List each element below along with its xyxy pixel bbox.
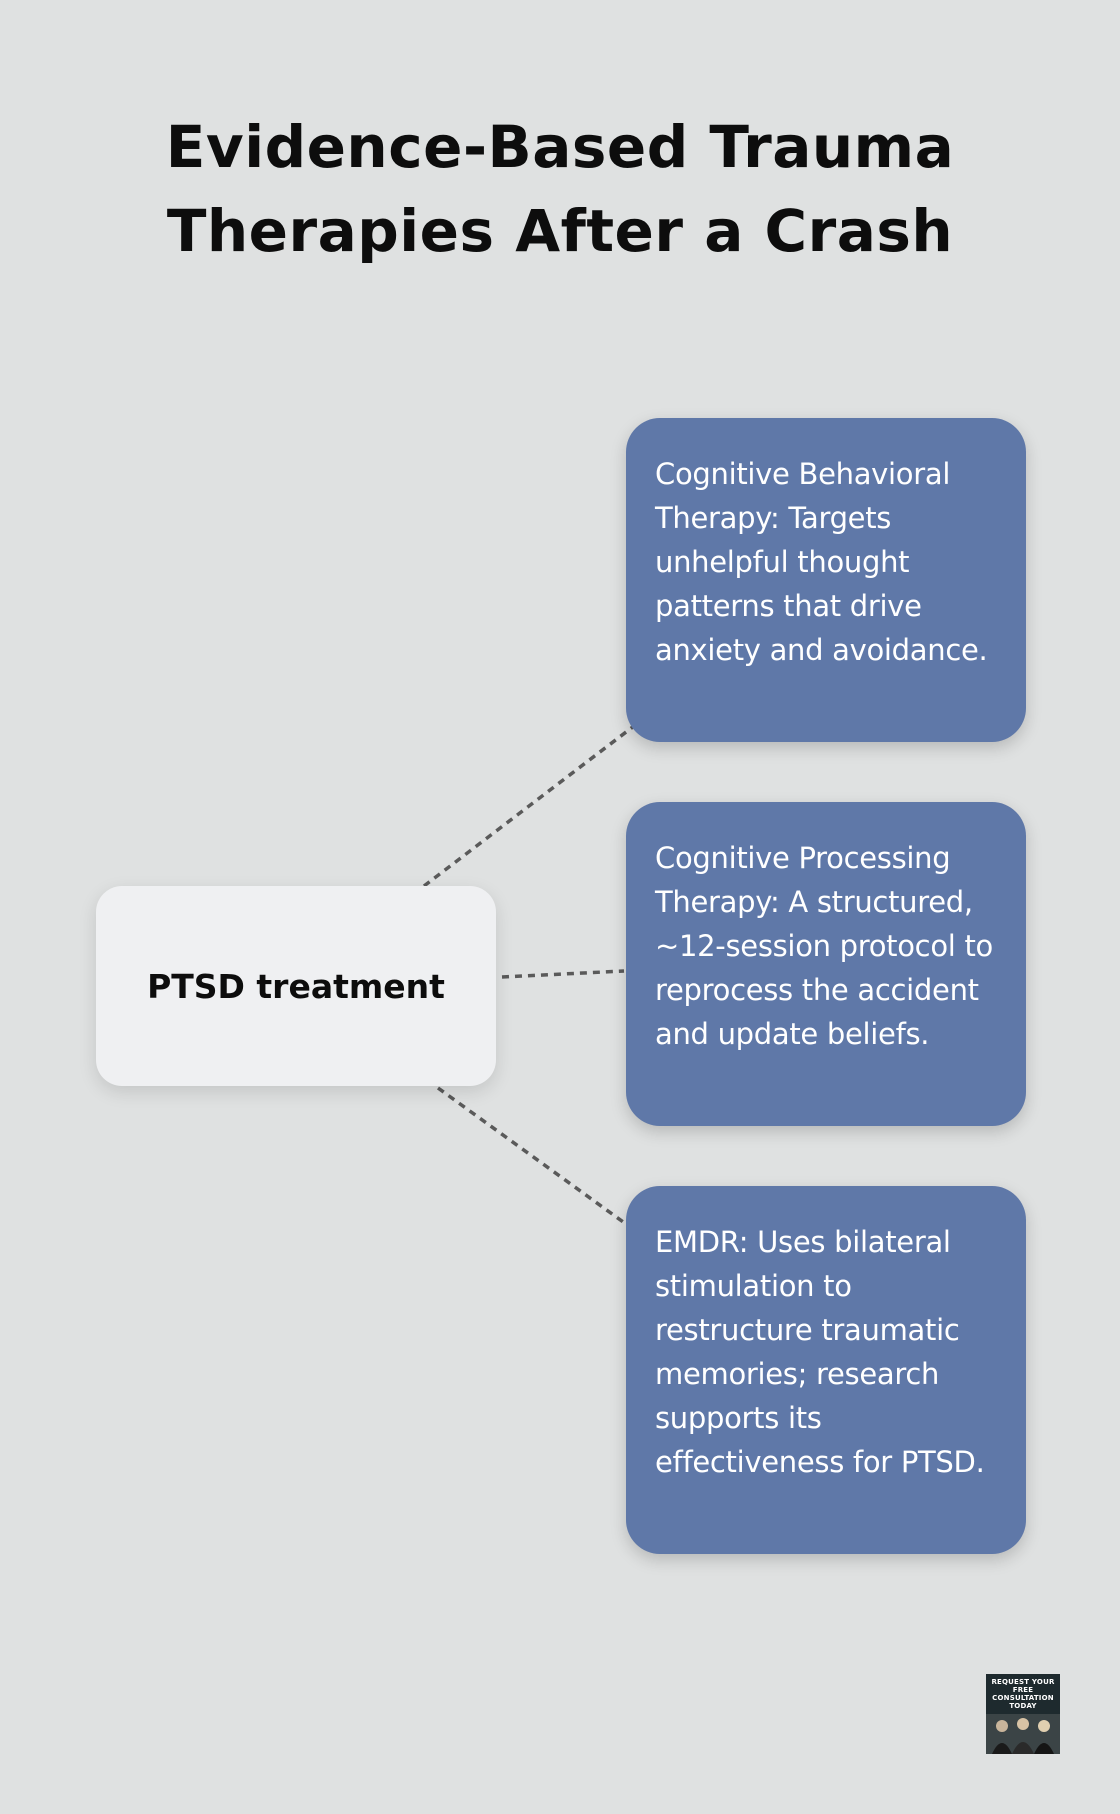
people-photo-icon [986, 1714, 1060, 1754]
branch-node-text: Cognitive Behavioral Therapy: Targets un… [655, 457, 988, 667]
page-title: Evidence-Based Trauma Therapies After a … [0, 105, 1120, 273]
branch-node-cbt: Cognitive Behavioral Therapy: Targets un… [626, 418, 1026, 742]
branch-node-text: EMDR: Uses bilateral stimulation to rest… [655, 1225, 985, 1479]
connector-to-cbt [422, 724, 636, 888]
center-node-ptsd-treatment: PTSD treatment [96, 886, 496, 1086]
center-node-label: PTSD treatment [147, 966, 445, 1006]
connector-to-cpt [501, 969, 625, 979]
title-line-2: Therapies After a Crash [166, 197, 954, 265]
title-line-1: Evidence-Based Trauma [165, 113, 955, 181]
promo-text: REQUEST YOUR FREE CONSULTATION TODAY [991, 1678, 1055, 1710]
branch-node-emdr: EMDR: Uses bilateral stimulation to rest… [626, 1186, 1026, 1554]
branch-node-cpt: Cognitive Processing Therapy: A structur… [626, 802, 1026, 1126]
branch-node-text: Cognitive Processing Therapy: A structur… [655, 841, 993, 1051]
consultation-promo-badge[interactable]: REQUEST YOUR FREE CONSULTATION TODAY [986, 1674, 1060, 1754]
connector-to-emdr [436, 1086, 628, 1226]
